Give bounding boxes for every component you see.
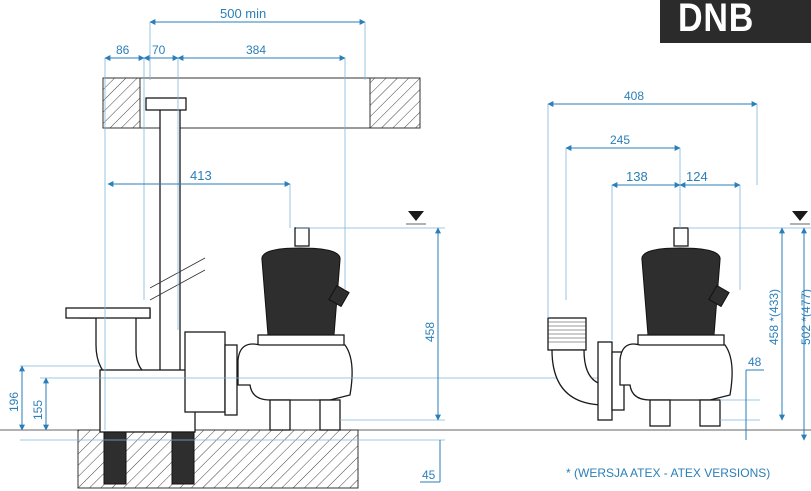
dim-384: 384 — [246, 43, 266, 57]
right-view: 408 245 138 124 48 458 *(433) 502 *(477) — [547, 89, 811, 441]
brand-logo: DNB — [660, 0, 811, 43]
dim-502-atex: 502 *(477) — [799, 289, 811, 345]
dim-86: 86 — [116, 43, 130, 57]
pump-right — [619, 227, 733, 427]
discharge-bend — [551, 349, 606, 406]
water-level-icon-right — [792, 211, 808, 221]
dim-408: 408 — [624, 89, 644, 103]
dim-458: 458 — [423, 322, 437, 342]
base-stand — [99, 369, 196, 433]
dim-70: 70 — [152, 43, 166, 57]
pump-left — [237, 227, 353, 431]
dim-413: 413 — [190, 168, 212, 183]
brand-logo-text: DNB — [678, 0, 755, 40]
atex-footnote: * (WERSJA ATEX - ATEX VERSIONS) — [566, 466, 771, 480]
dim-45: 45 — [422, 468, 436, 482]
dim-48: 48 — [748, 355, 762, 369]
dim-138: 138 — [626, 169, 648, 184]
water-level-icon — [408, 211, 424, 221]
dim-196: 196 — [7, 392, 21, 412]
dim-155: 155 — [31, 400, 45, 420]
dim-500-min: 500 min — [220, 6, 266, 21]
left-view: 500 min 86 70 384 413 458 196 155 45 — [0, 6, 811, 489]
dim-124: 124 — [686, 169, 708, 184]
dim-245: 245 — [610, 133, 630, 147]
dim-458-atex: 458 *(433) — [767, 289, 781, 345]
